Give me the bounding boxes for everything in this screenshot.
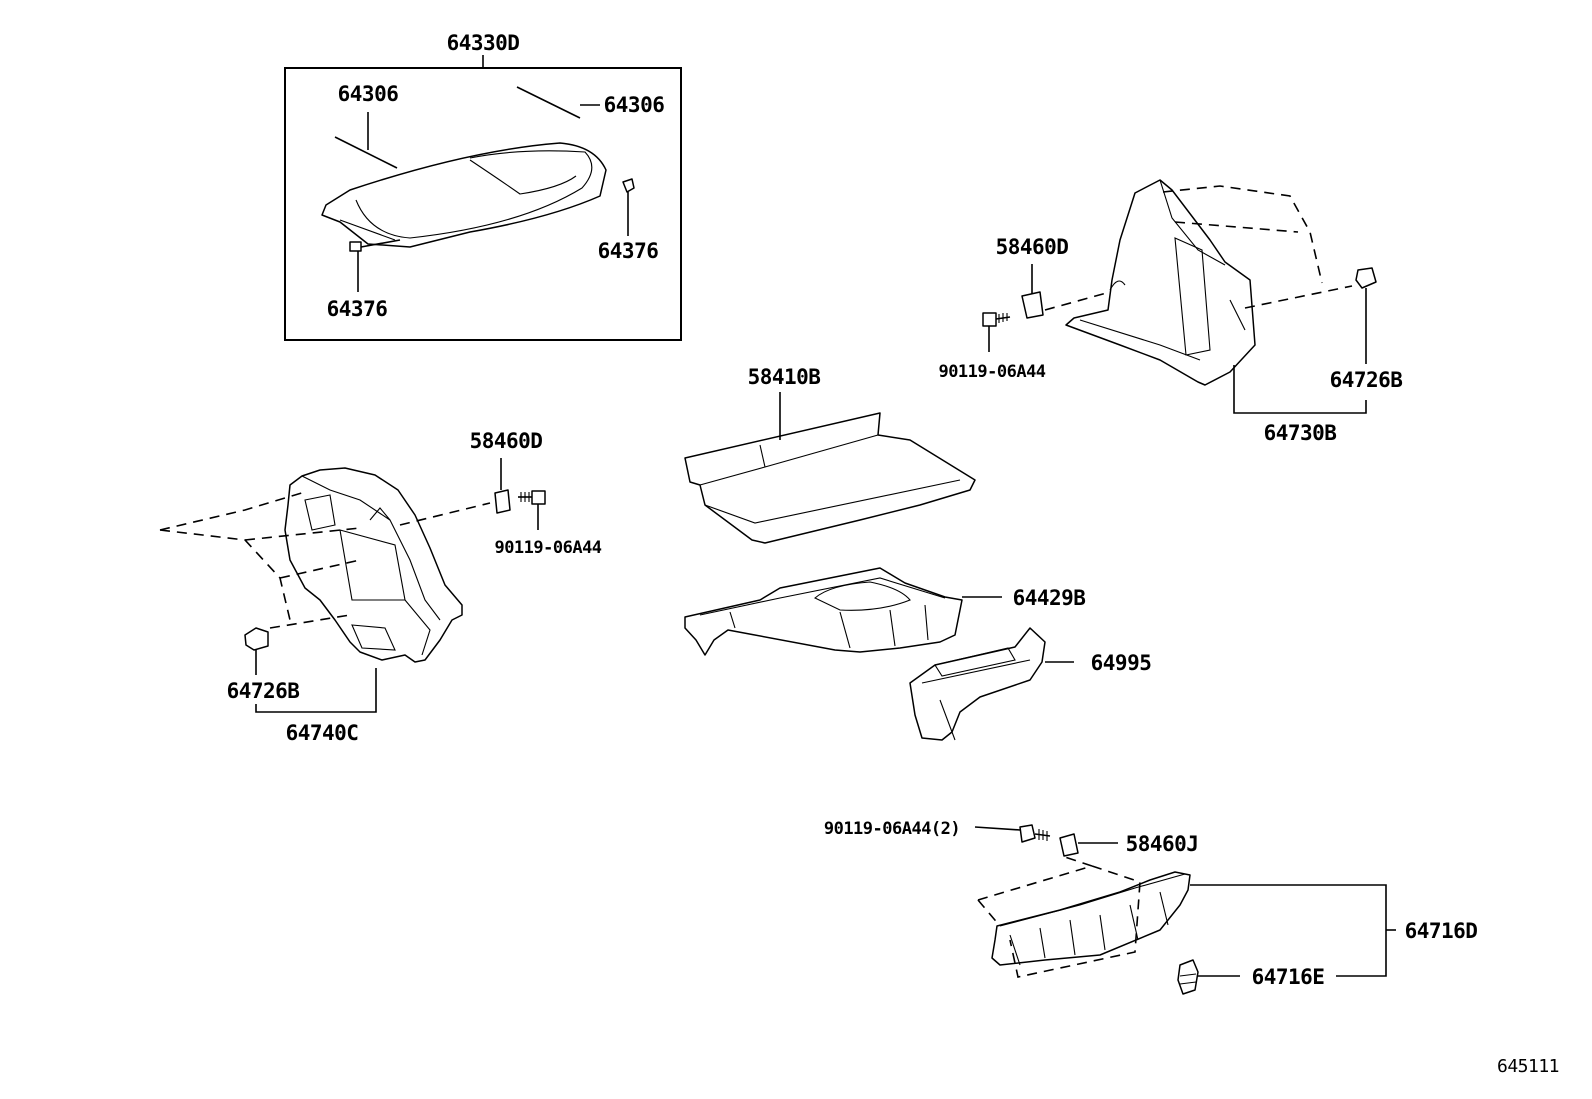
label-64306-right: 64306 — [604, 93, 665, 117]
box-64995-group: 64995 — [909, 627, 1152, 741]
deck-board-group: 58410B — [684, 365, 976, 544]
label-58460D-left: 58460D — [470, 429, 543, 453]
label-64740C: 64740C — [286, 721, 359, 745]
nut-58460J — [1059, 833, 1118, 857]
clip-64716E — [1177, 959, 1240, 995]
nut-58460D-right — [1021, 264, 1044, 319]
diagram-code: 645111 — [1497, 1056, 1559, 1077]
rear-sill-group: 90119-06A44(2) 58460J 64716E 647 — [824, 819, 1478, 995]
clip-64726B-left — [244, 627, 269, 675]
label-64716D: 64716D — [1405, 919, 1478, 943]
label-64306-left: 64306 — [338, 82, 399, 106]
bolt-90119-left — [518, 490, 546, 530]
label-64376-left: 64376 — [327, 297, 388, 321]
bolt-90119-right — [982, 312, 1011, 352]
quarter-trim-right — [1065, 179, 1256, 386]
nut-58460D-left — [494, 458, 511, 514]
box-64995 — [909, 627, 1046, 741]
label-64730B: 64730B — [1264, 421, 1337, 445]
package-tray-group: 64330D 64306 64306 64376 64376 — [284, 31, 682, 341]
deck-board-58410B — [684, 412, 976, 544]
strip-64306-right — [516, 86, 581, 119]
label-64716E: 64716E — [1252, 965, 1325, 989]
quarter-trim-left — [284, 467, 463, 663]
left-side-trim-group: 58460D 90119-06A44 64726B 64740C — [159, 429, 602, 745]
package-tray-panel — [321, 142, 607, 248]
storage-tray-64429B — [684, 567, 963, 656]
storage-tray-group: 64429B — [684, 567, 1086, 656]
label-64726B-left: 64726B — [227, 679, 300, 703]
label-58410B: 58410B — [748, 365, 821, 389]
label-90119-right: 90119-06A44 — [938, 362, 1045, 382]
clip-64376-right — [622, 178, 635, 236]
clip-64726B-right — [1355, 267, 1377, 364]
label-64429B: 64429B — [1013, 586, 1086, 610]
label-90119-left: 90119-06A44 — [494, 538, 601, 558]
clip-64376-left — [349, 239, 401, 292]
label-64330D: 64330D — [447, 31, 520, 55]
label-64726B-right: 64726B — [1330, 368, 1403, 392]
rear-sill-trim-64716D — [991, 871, 1191, 966]
bolt-90119-bottom — [974, 824, 1051, 843]
label-64376-right: 64376 — [598, 239, 659, 263]
right-side-trim-group: 64726B 64730B 58460D 90119-06A44 — [938, 179, 1403, 445]
label-58460D-right: 58460D — [996, 235, 1069, 259]
label-58460J: 58460J — [1126, 832, 1199, 856]
strip-64306-left — [334, 136, 398, 169]
label-90119-bottom: 90119-06A44(2) — [824, 819, 960, 839]
label-64995: 64995 — [1091, 651, 1152, 675]
